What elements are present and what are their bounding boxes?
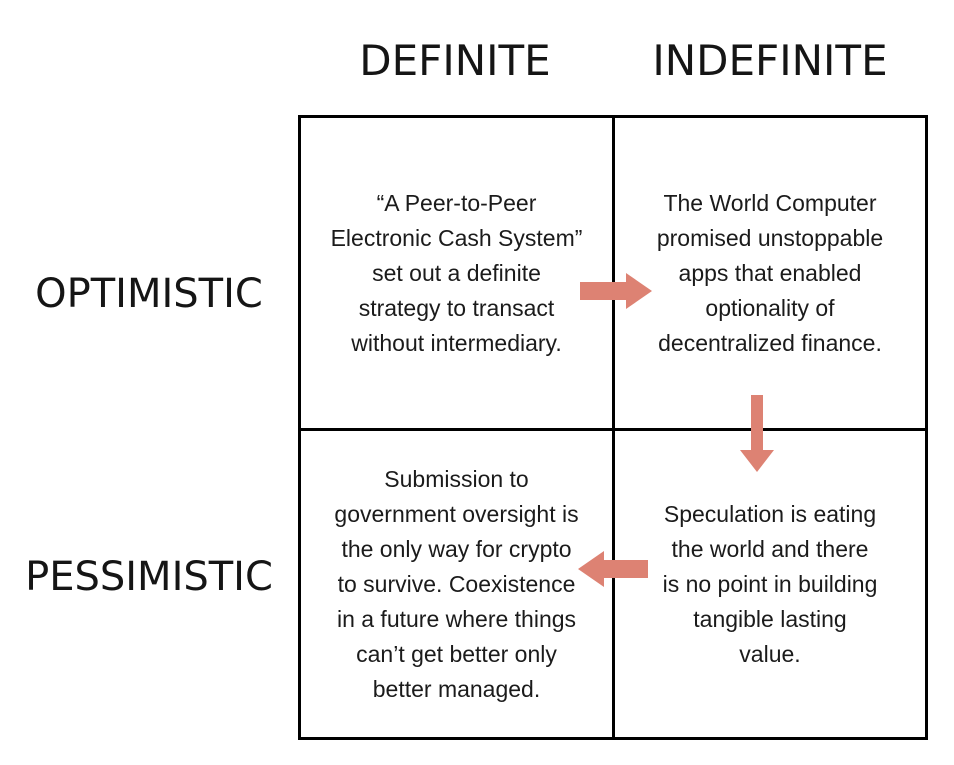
quadrant-indefinite-pessimistic-text: Speculation is eating the world and ther… <box>662 500 878 667</box>
arrow-right-icon <box>580 273 652 309</box>
row-header-pessimistic: PESSIMISTIC <box>25 554 273 600</box>
col-header-definite: DEFINITE <box>359 35 551 85</box>
quadrant-definite-pessimistic-text: Submission to government oversight is th… <box>334 465 579 702</box>
quadrant-definite-optimistic: “A Peer-to-Peer Electronic Cash System” … <box>301 118 612 428</box>
arrow-down-icon <box>740 395 774 472</box>
quadrant-indefinite-optimistic-text: The World Computer promised unstoppable … <box>656 189 884 356</box>
col-header-indefinite: INDEFINITE <box>652 35 888 85</box>
vertical-divider <box>612 118 615 737</box>
row-header-optimistic: OPTIMISTIC <box>35 271 263 317</box>
quadrant-definite-pessimistic: Submission to government oversight is th… <box>301 431 612 737</box>
matrix-grid: “A Peer-to-Peer Electronic Cash System” … <box>298 115 928 740</box>
quadrant-indefinite-optimistic: The World Computer promised unstoppable … <box>615 118 925 428</box>
quadrant-definite-optimistic-text: “A Peer-to-Peer Electronic Cash System” … <box>330 189 583 356</box>
arrow-left-icon <box>578 551 648 587</box>
quadrant-indefinite-pessimistic: Speculation is eating the world and ther… <box>615 431 925 737</box>
horizontal-divider <box>301 428 925 431</box>
